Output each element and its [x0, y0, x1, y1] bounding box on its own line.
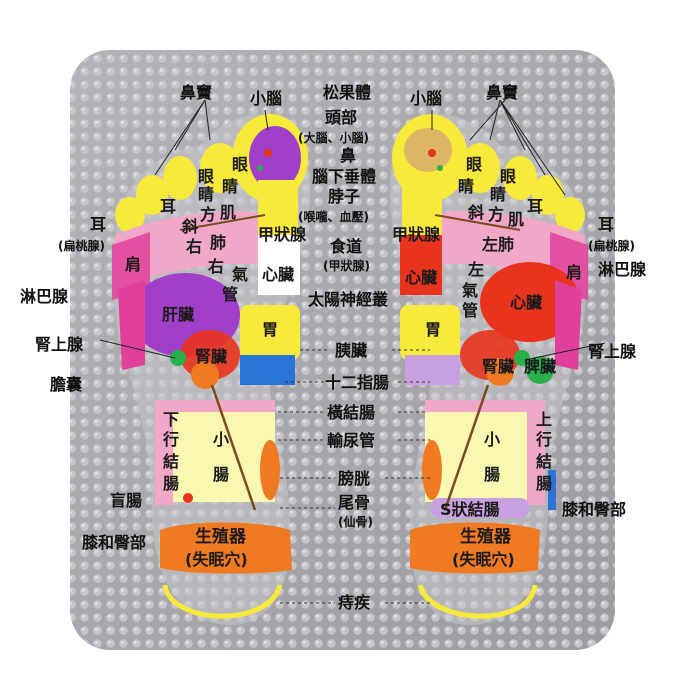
label-ear-zone-left: 耳	[160, 197, 176, 216]
svg-text:小: 小	[484, 430, 500, 449]
svg-text:腸: 腸	[536, 474, 552, 493]
label-solar-plexus: 太陽神經叢	[307, 290, 389, 309]
outer-labels: 鼻竇 小腦 松果體 小腦 鼻竇 頭部 (大腦、小腦) 鼻 腦下垂體 脖子 (喉嚨…	[20, 83, 647, 612]
svg-text:右: 右	[186, 237, 202, 256]
label-adrenal-left: 腎上腺	[35, 335, 84, 354]
svg-text:睛: 睛	[198, 185, 214, 204]
svg-text:肌: 肌	[508, 210, 524, 229]
svg-text:睛: 睛	[458, 177, 474, 196]
label-heart-right: 心臟	[510, 293, 542, 312]
label-appendix: 盲腸	[110, 491, 142, 510]
svg-text:腸: 腸	[213, 465, 229, 484]
label-bladder: 膀胱	[338, 469, 370, 488]
label-stomach-right: 胃	[425, 320, 441, 339]
label-pituitary: 腦下垂體	[312, 167, 376, 186]
label-thyroid-left: 甲狀腺	[258, 225, 307, 244]
svg-text:方: 方	[200, 205, 216, 224]
label-eye-2: 眼	[232, 155, 248, 174]
svg-text:腸: 腸	[484, 465, 500, 484]
svg-text:睛: 睛	[222, 177, 238, 196]
label-lymph-left: 淋巴腺	[20, 287, 69, 306]
svg-text:管: 管	[462, 301, 478, 320]
label-thyroid-right: 甲狀腺	[392, 225, 441, 244]
right-foot	[390, 114, 588, 626]
label-head-sub: (大腦、小腦)	[298, 130, 369, 145]
label-cerebellum-left: 小腦	[250, 89, 282, 108]
svg-text:肺: 肺	[210, 233, 226, 252]
label-lymph-right: 淋巴腺	[598, 260, 647, 279]
svg-text:上: 上	[536, 410, 552, 429]
label-esophagus-sub: (甲狀腺)	[323, 258, 370, 273]
svg-text:右: 右	[208, 257, 224, 276]
label-neck: 脖子	[328, 187, 360, 206]
label-duodenum: 十二指腸	[325, 373, 389, 392]
label-stomach-left: 胃	[262, 320, 278, 339]
label-reproductive-right: 生殖器	[460, 526, 512, 547]
label-coccyx-sub: (仙骨)	[338, 514, 373, 529]
svg-text:斜: 斜	[467, 203, 484, 222]
svg-text:眼: 眼	[500, 167, 516, 186]
label-eye-1: 眼	[198, 167, 214, 186]
label-shoulder-left: 肩	[125, 255, 141, 274]
label-coccyx: 尾骨	[338, 493, 370, 512]
label-nose: 鼻	[340, 146, 356, 165]
label-nose-sinus-right: 鼻竇	[486, 83, 518, 102]
label-kidney-left: 腎臟	[195, 347, 227, 366]
svg-text:結: 結	[536, 452, 552, 471]
label-hemorrhoids: 痔疾	[338, 593, 370, 612]
svg-text:腸: 腸	[163, 474, 179, 493]
label-ear-zone-right: 耳	[527, 197, 543, 216]
zone-labels-left: 眼 眼 睛 睛 耳 斜 方 肌 右 肺 肩 甲狀腺 右 氣 管 心臟 肝臟 胃 …	[125, 155, 307, 569]
label-ear-tonsil-right: (扁桃腺)	[588, 238, 635, 253]
label-left-lung: 左肺	[481, 235, 514, 254]
svg-text:左: 左	[467, 260, 484, 279]
label-head: 頭部	[325, 108, 357, 127]
svg-text:肌: 肌	[220, 203, 236, 222]
svg-text:眼: 眼	[466, 155, 482, 174]
label-spleen: 脾臟	[524, 357, 556, 376]
svg-text:結: 結	[163, 452, 179, 471]
svg-text:氣: 氣	[462, 281, 478, 300]
label-pineal: 松果體	[323, 83, 371, 102]
zone-labels-right: 眼 眼 睛 睛 耳 斜 方 肌 左肺 肩 甲狀腺 左 氣 管 心臟 心臟 胃 腎…	[392, 155, 582, 569]
label-adrenal-right: 腎上腺	[588, 342, 637, 361]
label-gallbladder: 膽囊	[50, 375, 83, 394]
label-nose-sinus-left: 鼻竇	[180, 83, 212, 102]
label-heart-small: 心臟	[405, 268, 437, 287]
label-ear-tonsil-left: (扁桃腺)	[58, 238, 105, 253]
svg-text:行: 行	[535, 430, 552, 449]
label-heart-left: 心臟	[262, 265, 294, 284]
svg-text:睛: 睛	[490, 185, 506, 204]
label-transverse-colon: 橫結腸	[327, 403, 375, 422]
label-pancreas: 胰臟	[335, 341, 367, 360]
leader-lines	[99, 99, 606, 604]
label-cerebellum-right: 小腦	[410, 89, 442, 108]
label-knee-hip-left: 膝和臀部	[82, 533, 146, 552]
label-shoulder-right: 肩	[566, 263, 582, 282]
cerebellum-zone-left	[249, 126, 301, 190]
left-foot	[112, 114, 310, 626]
label-ear-left: 耳	[90, 215, 106, 234]
label-esophagus: 食道	[329, 237, 362, 256]
label-ear-right: 耳	[598, 215, 614, 234]
svg-text:方: 方	[488, 205, 504, 224]
label-knee-hip-right: 膝和臀部	[562, 500, 626, 519]
label-kidney-right: 腎臟	[482, 357, 514, 376]
svg-text:小: 小	[213, 430, 229, 449]
svg-text:下: 下	[163, 410, 179, 429]
label-insomnia-right: (失眠穴)	[452, 550, 515, 569]
label-insomnia-left: (失眠穴)	[185, 550, 248, 569]
label-reproductive-left: 生殖器	[195, 526, 247, 547]
svg-text:行: 行	[162, 430, 179, 449]
svg-text:管: 管	[222, 285, 238, 304]
label-neck-sub: (喉嚨、血壓)	[298, 209, 369, 224]
svg-text:斜: 斜	[181, 217, 198, 236]
label-s-colon: S狀結腸	[440, 500, 500, 519]
svg-text:氣: 氣	[232, 265, 248, 284]
label-liver: 肝臟	[162, 305, 194, 324]
label-ureter: 輸尿管	[327, 431, 375, 450]
